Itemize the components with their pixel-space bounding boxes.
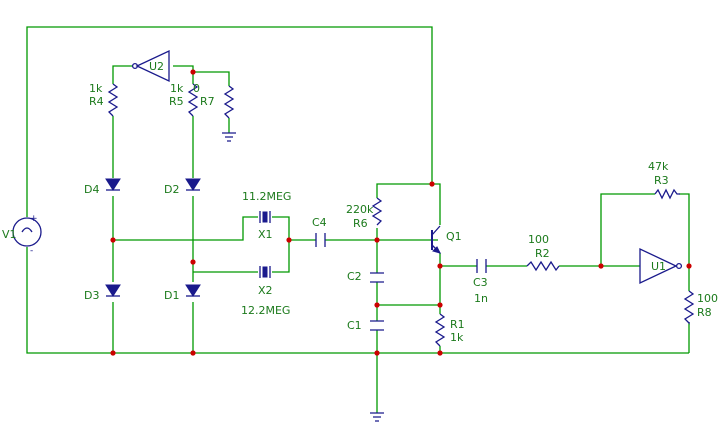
ground-icon <box>370 412 384 422</box>
resistor-icon <box>187 83 199 117</box>
diode-icon <box>185 284 201 297</box>
diode-d2[interactable]: D2 <box>164 178 201 196</box>
voltage-source-v1[interactable]: + - V1 <box>2 214 42 256</box>
resistor-r7[interactable]: 0 R7 <box>193 82 235 119</box>
buffer-icon <box>135 49 170 83</box>
npn-transistor-q1[interactable]: Q1 <box>431 225 462 254</box>
r3-value-label: 47k <box>648 160 669 173</box>
x2-value-label: 12.2MEG <box>241 304 290 317</box>
x1-value-label: 11.2MEG <box>242 190 291 203</box>
capacitor-icon <box>370 320 384 331</box>
resistor-r1[interactable]: R1 1k <box>434 313 465 347</box>
capacitor-c4[interactable]: C4 <box>312 216 327 247</box>
diode-icon <box>105 178 121 191</box>
c4-ref-label: C4 <box>312 216 327 229</box>
x2-ref-label: X2 <box>258 284 273 297</box>
capacitor-c3[interactable]: C3 1n <box>473 259 488 305</box>
diode-d4[interactable]: D4 <box>84 178 121 196</box>
c3-value-label: 1n <box>474 292 488 305</box>
c2-ref-label: C2 <box>347 270 362 283</box>
capacitor-icon <box>315 233 326 247</box>
diode-d1[interactable]: D1 <box>164 284 201 302</box>
junctions <box>110 69 692 356</box>
v1-minus-label: - <box>30 246 33 256</box>
r1-value-label: 1k <box>450 331 464 344</box>
crystal-x2[interactable]: X2 12.2MEG <box>241 266 290 317</box>
capacitor-icon <box>370 272 384 283</box>
r6-value-label: 220k <box>346 203 374 216</box>
r5-ref-label: R5 <box>169 95 184 108</box>
capacitor-c1[interactable]: C1 <box>347 319 384 332</box>
r4-ref-label: R4 <box>89 95 104 108</box>
npn-transistor-icon <box>431 225 441 254</box>
resistor-icon <box>371 197 383 226</box>
d3-ref-label: D3 <box>84 289 99 302</box>
diode-icon <box>105 284 121 297</box>
resistor-r2[interactable]: 100 R2 <box>526 233 560 272</box>
resistor-r6[interactable]: 220k R6 <box>346 197 383 230</box>
buffer-u2[interactable]: U2 <box>131 49 170 83</box>
d2-ref-label: D2 <box>164 183 179 196</box>
resistor-icon <box>683 290 695 325</box>
crystal-icon <box>259 211 271 223</box>
resistor-r8[interactable]: 100 R8 <box>683 290 718 325</box>
r3-ref-label: R3 <box>654 174 669 187</box>
q1-ref-label: Q1 <box>446 230 462 243</box>
resistor-icon <box>654 188 680 200</box>
c3-ref-label: C3 <box>473 276 488 289</box>
resistor-r4[interactable]: 1k R4 <box>89 82 119 117</box>
v1-ref-label: V1 <box>2 228 17 241</box>
diode-icon <box>185 178 201 191</box>
r7-ref-label: R7 <box>200 95 215 108</box>
r4-value-label: 1k <box>89 82 103 95</box>
resistor-r3[interactable]: 47k R3 <box>648 160 680 200</box>
c1-ref-label: C1 <box>347 319 362 332</box>
buffer-u1[interactable]: U1 <box>639 247 683 285</box>
r5-value-label: 1k <box>170 82 184 95</box>
capacitor-c2[interactable]: C2 <box>347 270 384 283</box>
resistor-icon <box>223 85 235 119</box>
u2-ref-label: U2 <box>149 60 164 73</box>
r2-ref-label: R2 <box>535 247 550 260</box>
r7-value-label: 0 <box>193 82 200 95</box>
wires <box>26 26 690 413</box>
u1-ref-label: U1 <box>651 260 666 273</box>
diode-d3[interactable]: D3 <box>84 284 121 302</box>
resistor-icon <box>526 260 560 272</box>
r8-ref-label: R8 <box>697 306 712 319</box>
capacitor-icon <box>476 259 487 273</box>
d4-ref-label: D4 <box>84 183 99 196</box>
resistor-icon <box>434 313 446 347</box>
v1-plus-label: + <box>30 214 38 224</box>
r1-ref-label: R1 <box>450 318 465 331</box>
x1-ref-label: X1 <box>258 228 273 241</box>
r8-value-label: 100 <box>697 292 718 305</box>
voltage-source-icon <box>12 217 42 247</box>
d1-ref-label: D1 <box>164 289 179 302</box>
r6-ref-label: R6 <box>353 217 368 230</box>
resistor-r5[interactable]: 1k R5 <box>169 82 199 117</box>
ground-icon <box>222 132 236 142</box>
crystal-x1[interactable]: 11.2MEG X1 <box>242 190 291 241</box>
resistor-icon <box>107 83 119 117</box>
r2-value-label: 100 <box>528 233 549 246</box>
crystal-icon <box>259 266 271 278</box>
buffer-icon <box>639 247 678 285</box>
